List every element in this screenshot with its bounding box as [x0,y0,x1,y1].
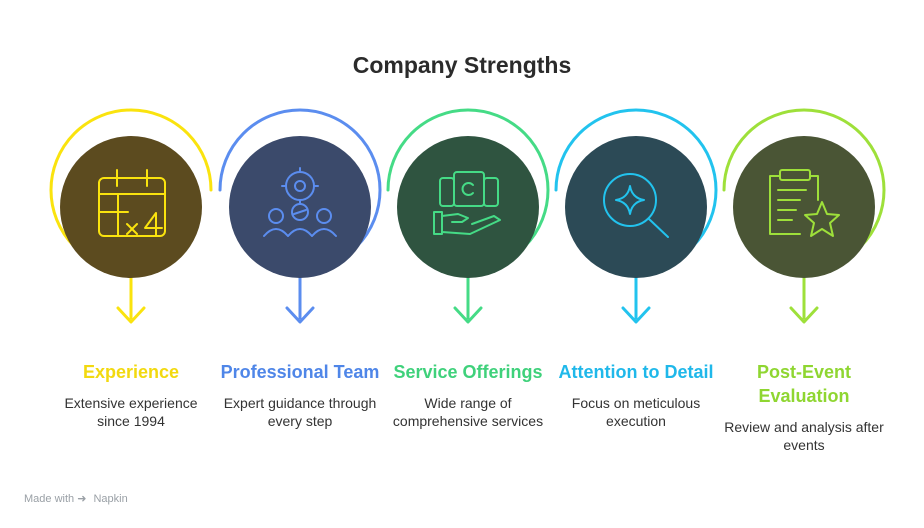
step-1-arrow-head [116,306,146,324]
clipboard-star-icon [769,169,840,237]
step-5-description: Review and analysis after events [724,419,884,453]
step-2-heading: Professional Team [220,362,380,382]
step-4-circle [565,136,707,278]
step-2-circle [229,136,371,278]
step-3-heading: Service Offerings [393,362,543,382]
team-gear-icon [263,167,337,237]
step-3 [386,108,550,324]
hand-offering-icon [433,171,501,235]
step-2-arrow-head [285,306,315,324]
step-4-description: Focus on meticulous execution [571,395,701,429]
step-2-description: Expert guidance through every step [223,395,377,429]
napkin-footer[interactable]: Made with ➜ Napkin [24,492,128,505]
step-5 [722,108,886,324]
step-1-circle [60,136,202,278]
step-4 [554,108,718,324]
made-with-label: Made with [24,493,75,505]
step-5-heading: Post-Event Evaluation [756,362,852,406]
diagram-title: Company Strengths [352,52,572,78]
step-1-description: Extensive experience since 1994 [64,395,198,429]
napkin-brand: Napkin [93,493,128,505]
napkin-logo-icon: ➜ [77,493,87,505]
step-5-arrow-head [789,306,819,324]
step-3-description: Wide range of comprehensive services [392,395,544,429]
step-5-text: Post-Event Evaluation Review and analysi… [720,360,888,454]
step-4-text: Attention to Detail Focus on meticulous … [552,360,720,430]
step-1-text: Experience Extensive experience since 19… [47,360,215,430]
step-4-arrow-head [621,306,651,324]
step-1-heading: Experience [82,362,180,382]
step-4-heading: Attention to Detail [558,362,714,382]
step-5-circle [733,136,875,278]
step-2-text: Professional Team Expert guidance throug… [216,360,384,430]
calendar-x4-icon [98,169,166,237]
step-1 [49,108,213,324]
step-3-arrow-head [453,306,483,324]
magnifier-sparkle-icon [603,173,669,238]
step-3-text: Service Offerings Wide range of comprehe… [384,360,552,430]
step-2 [218,108,382,324]
